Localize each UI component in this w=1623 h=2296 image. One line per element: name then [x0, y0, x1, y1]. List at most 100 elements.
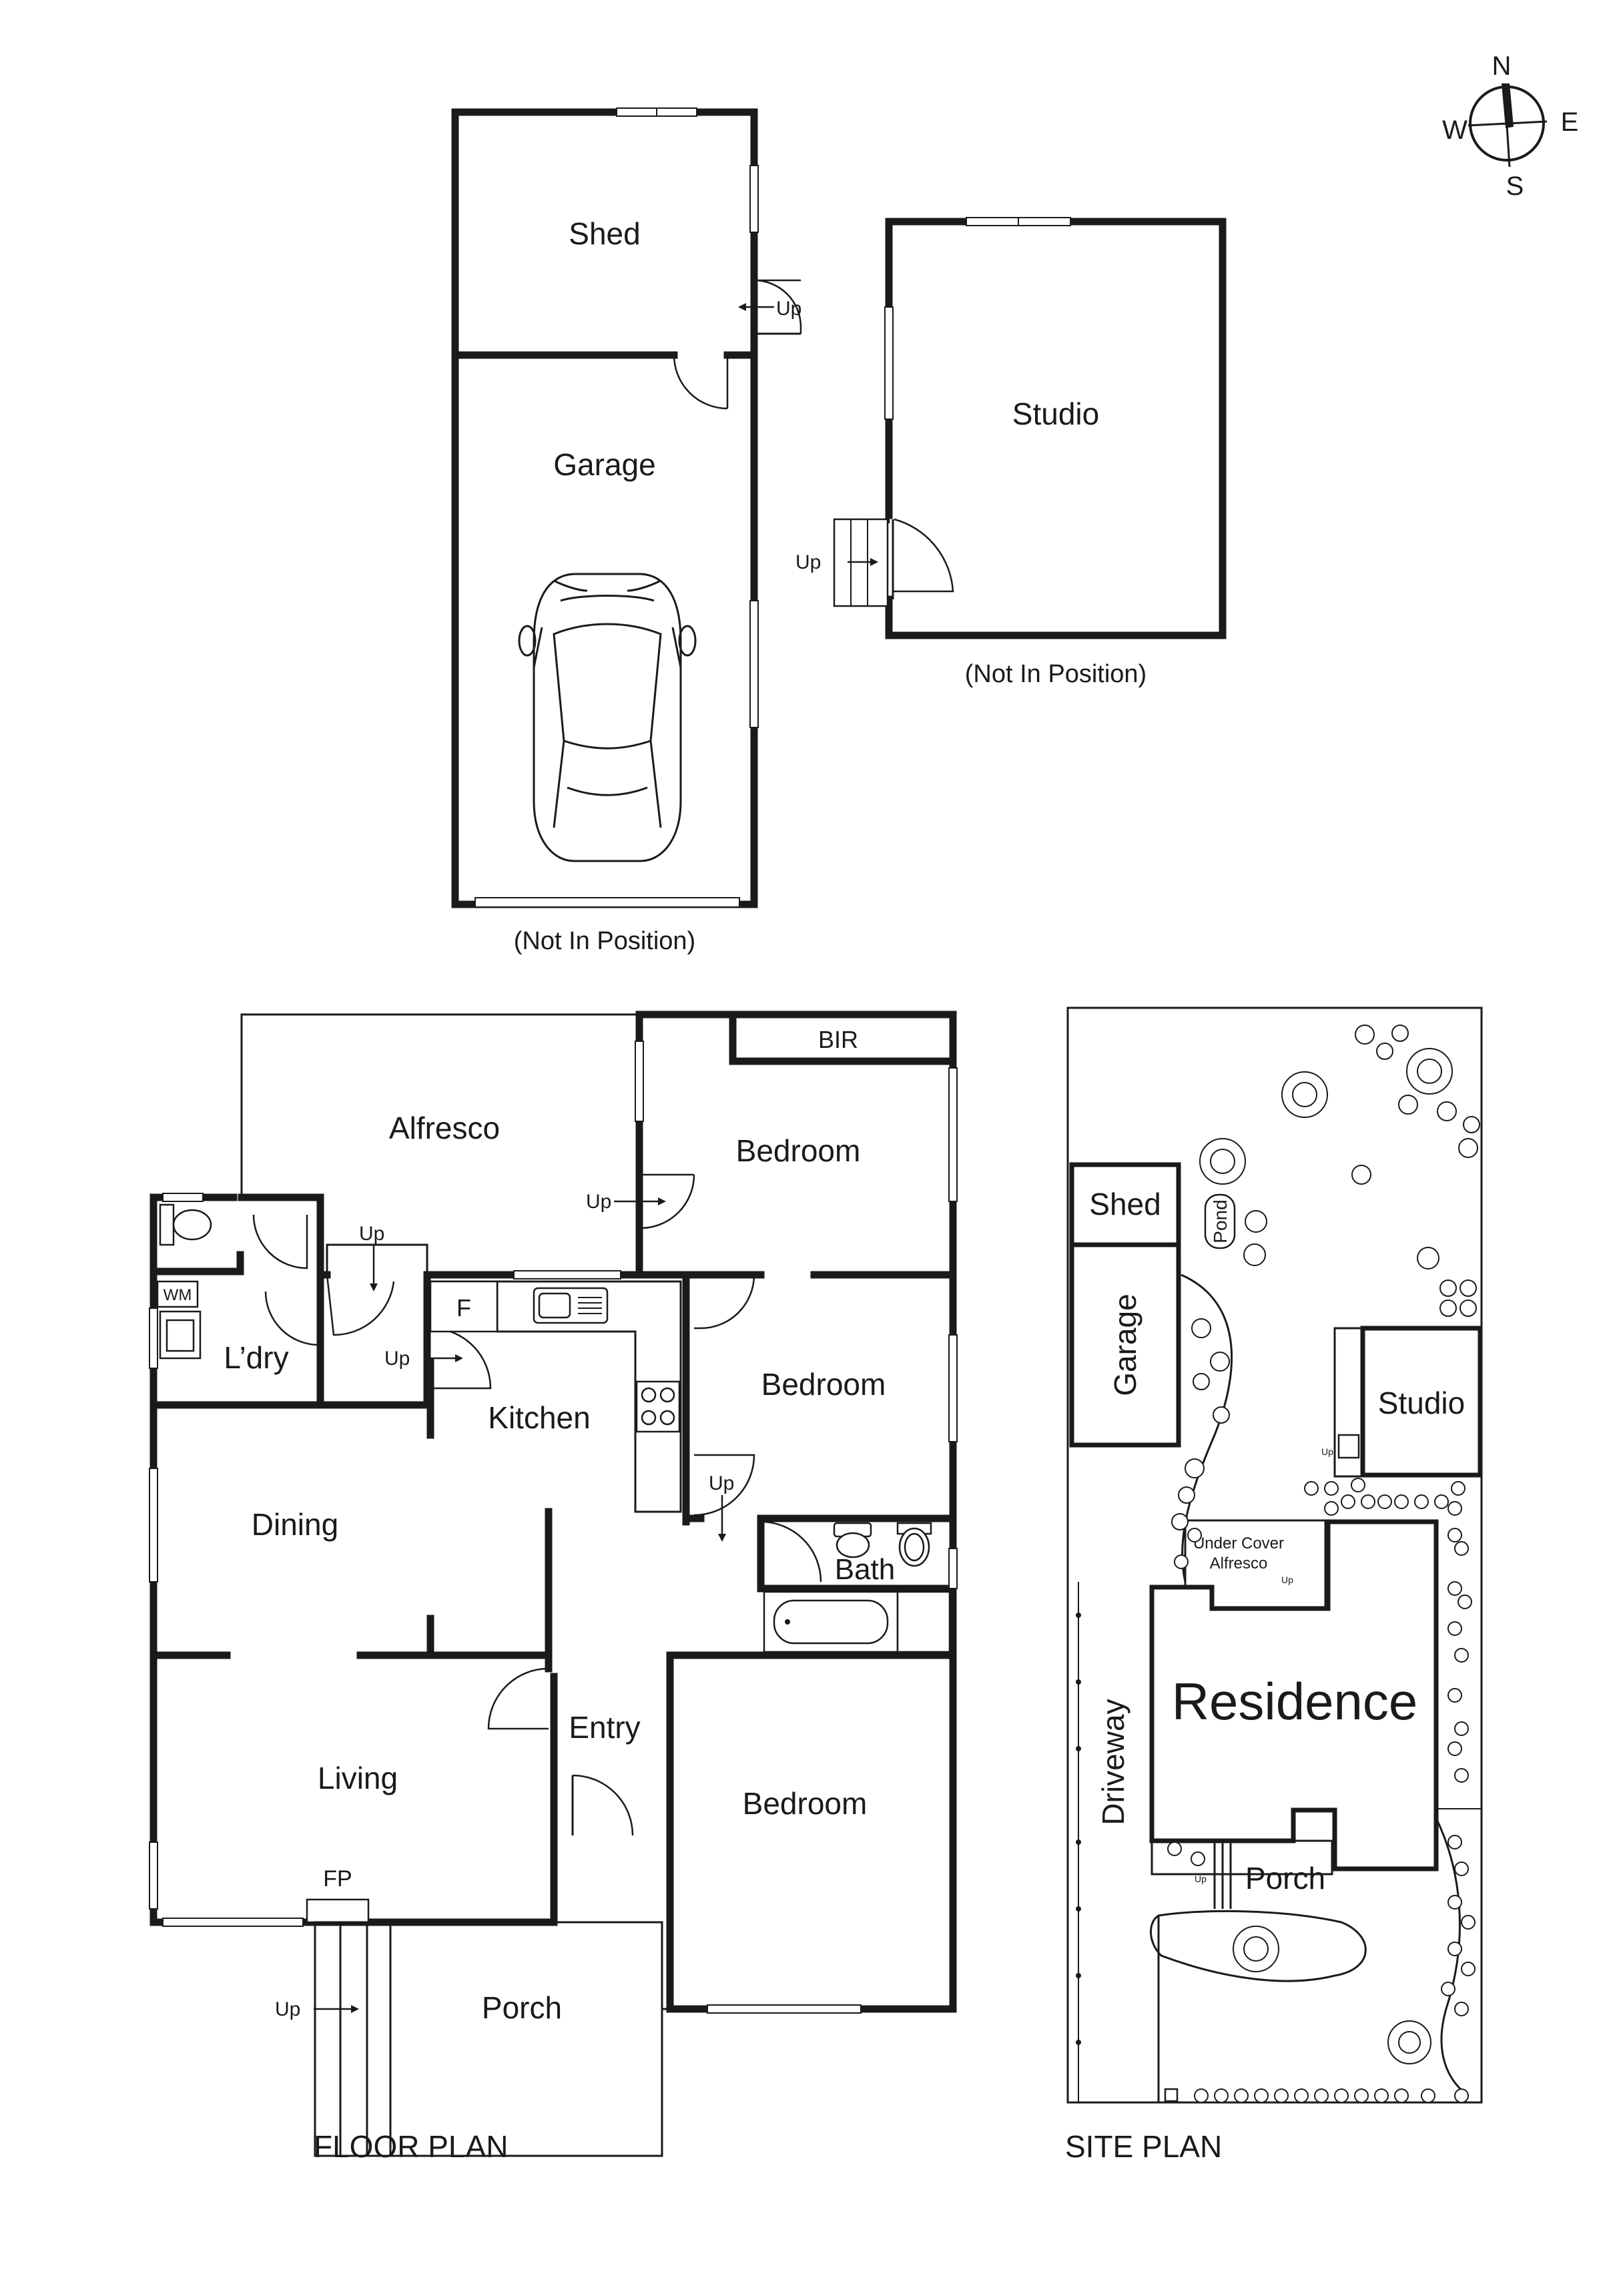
bedroom3-window — [707, 2004, 862, 2014]
bir-wardrobe — [729, 1016, 952, 1065]
alfresco-label: Alfresco — [389, 1111, 500, 1145]
garden-path — [1181, 1273, 1233, 1583]
car-icon — [518, 573, 697, 862]
laundry-door — [264, 1291, 320, 1346]
driveway-label: Driveway — [1096, 1699, 1130, 1825]
site-alfresco-line1: Under Cover — [1193, 1534, 1284, 1552]
compass-s: S — [1506, 172, 1524, 201]
fireplace — [306, 1898, 370, 1924]
bir-label: BIR — [818, 1026, 858, 1053]
fridge-label: F — [456, 1294, 471, 1322]
bedroom1-label: Bedroom — [736, 1133, 861, 1168]
studio-not-in-position: (Not In Position) — [965, 660, 1147, 688]
bath-door — [760, 1520, 822, 1583]
alfresco-up-label: Up — [586, 1191, 611, 1213]
pond — [1204, 1193, 1236, 1249]
bathtub-icon — [763, 1591, 899, 1653]
porch-up-label: Up — [275, 1998, 300, 2020]
porch-label: Porch — [482, 1990, 562, 2025]
dining-label: Dining — [252, 1507, 338, 1542]
fp-label: FP — [323, 1866, 352, 1892]
studio-window-side — [884, 306, 894, 420]
site-plan-title: SITE PLAN — [1065, 2129, 1222, 2164]
bedroom2-hall-door — [693, 1454, 755, 1516]
bath-window — [948, 1548, 958, 1589]
bath-label: Bath — [835, 1553, 896, 1586]
kitchen-up-label: Up — [384, 1348, 410, 1370]
house-outer-wall — [635, 1011, 957, 2013]
washing-machine — [156, 1280, 199, 1308]
shed-label: Shed — [569, 216, 640, 251]
garage-not-in-position: (Not In Position) — [514, 927, 695, 955]
compass-n: N — [1492, 51, 1512, 81]
site-boundary — [1066, 1007, 1483, 2104]
garage-door — [474, 897, 740, 908]
site-alfresco-line2: Alfresco — [1210, 1554, 1268, 1572]
rear-door — [326, 1274, 395, 1336]
compass: N E S W — [1442, 51, 1578, 201]
bedroom-window-west — [635, 1041, 644, 1122]
bedroom-window-east — [948, 1067, 958, 1202]
wc-toilet-icon — [159, 1203, 212, 1246]
laundry-label: L’dry — [224, 1340, 288, 1375]
laundry-window — [149, 1308, 158, 1369]
bath-up-label: Up — [709, 1472, 734, 1494]
shed-side-window — [749, 165, 759, 233]
front-garden-bed — [1150, 1910, 1367, 1982]
living-window-front — [162, 1918, 304, 1927]
toilet-icon — [833, 1522, 872, 1558]
site-porch-label: Porch — [1245, 1861, 1325, 1896]
floor-plan-title: FLOOR PLAN — [314, 2129, 508, 2164]
compass-e: E — [1561, 107, 1579, 137]
site-garage — [1069, 1242, 1181, 1448]
studio-wall — [885, 218, 1227, 639]
studio-building: Up Studio (Not In Position) — [795, 217, 1227, 688]
compass-w: W — [1442, 115, 1468, 145]
shed-garage-building: Up Shed Garage (Not In Position) — [451, 107, 802, 955]
shed-up-label: Up — [776, 298, 801, 320]
site-studio-label: Studio — [1378, 1386, 1465, 1420]
entry-hall-door — [487, 1667, 549, 1730]
bedroom2-door — [694, 1274, 755, 1330]
pond-label: Pond — [1210, 1199, 1231, 1243]
site-plan: Shed Garage Pond Studio Up Under Cover A… — [1065, 1007, 1483, 2164]
site-studio-up: Up — [1321, 1446, 1333, 1457]
laundry-tub-icon — [159, 1310, 202, 1360]
shed-door-swing — [753, 279, 802, 334]
garden-trees — [1076, 1025, 1480, 2103]
garage-label: Garage — [553, 447, 655, 482]
alfresco-outline — [240, 1013, 639, 1197]
living-window-side — [149, 1841, 158, 1910]
garage-internal-door — [673, 354, 729, 410]
basin-icon — [896, 1522, 932, 1567]
bedroom2-window — [948, 1334, 958, 1442]
site-garage-label: Garage — [1108, 1294, 1143, 1396]
wc-door — [252, 1214, 308, 1269]
studio-door — [888, 515, 954, 593]
sink-icon — [533, 1287, 609, 1324]
kitchen-label: Kitchen — [488, 1400, 590, 1435]
entry-label: Entry — [569, 1710, 640, 1745]
laundry-up-label: Up — [359, 1223, 384, 1245]
north-arrow-icon — [1502, 83, 1514, 128]
studio-label: Studio — [1012, 396, 1099, 431]
studio-up-label: Up — [795, 551, 821, 573]
wc-window — [162, 1193, 204, 1202]
floor-plan: BIR FP F — [149, 1011, 958, 2164]
site-porch — [1151, 1839, 1333, 1876]
residence-label: Residence — [1172, 1672, 1418, 1731]
site-porch-up: Up — [1195, 1874, 1207, 1884]
front-door — [572, 1774, 634, 1836]
fridge-space — [429, 1280, 499, 1333]
dining-window — [149, 1468, 158, 1583]
living-label: Living — [318, 1761, 398, 1795]
kitchen-window — [513, 1270, 621, 1279]
cooktop-icon — [635, 1380, 681, 1433]
porch-steps — [314, 1921, 663, 2157]
site-shed-label: Shed — [1089, 1187, 1161, 1221]
bedroom1-door — [639, 1173, 695, 1229]
bedroom3-label: Bedroom — [743, 1786, 868, 1821]
site-alfresco-up: Up — [1281, 1574, 1293, 1585]
site-studio — [1360, 1326, 1483, 1478]
